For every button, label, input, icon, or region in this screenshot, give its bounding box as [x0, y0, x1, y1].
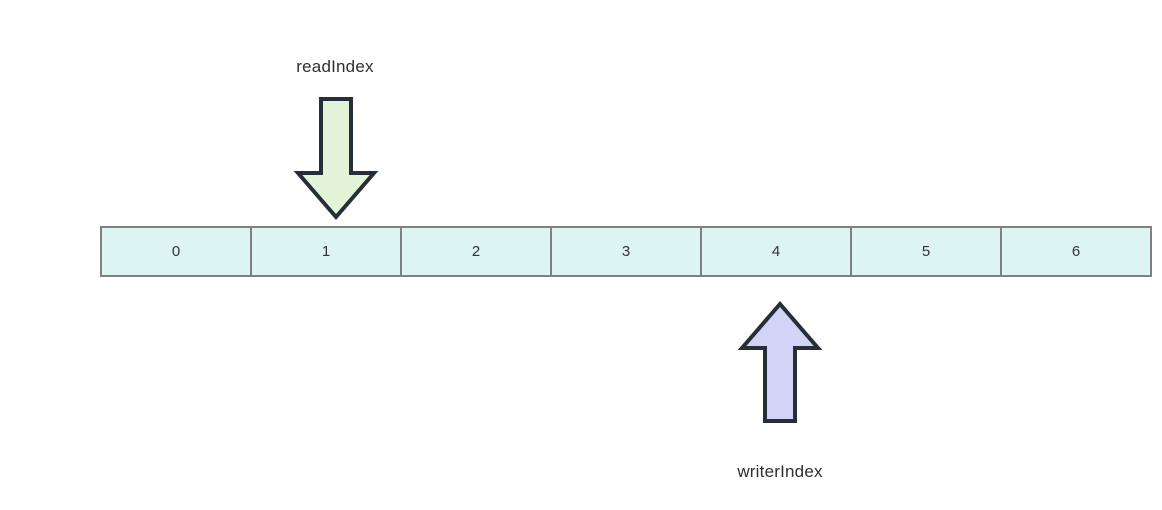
arrow-up-shape — [737, 300, 823, 423]
buffer-cell-6[interactable]: 6 — [1002, 228, 1150, 275]
buffer-cell-0[interactable]: 0 — [102, 228, 252, 275]
buffer-cell-5[interactable]: 5 — [852, 228, 1002, 275]
writer-index-label: writerIndex — [737, 462, 823, 481]
buffer-table: 0 1 2 3 4 5 6 — [100, 226, 1152, 277]
buffer-cell-4[interactable]: 4 — [702, 228, 852, 275]
buffer-cell-1[interactable]: 1 — [252, 228, 402, 275]
read-index-arrow-down-icon — [293, 97, 379, 221]
buffer-cell-2[interactable]: 2 — [402, 228, 552, 275]
buffer-cell-3[interactable]: 3 — [552, 228, 702, 275]
writer-index-arrow-up-icon — [737, 300, 823, 423]
read-index-label: readIndex — [296, 57, 374, 76]
arrow-down-shape — [293, 97, 379, 221]
